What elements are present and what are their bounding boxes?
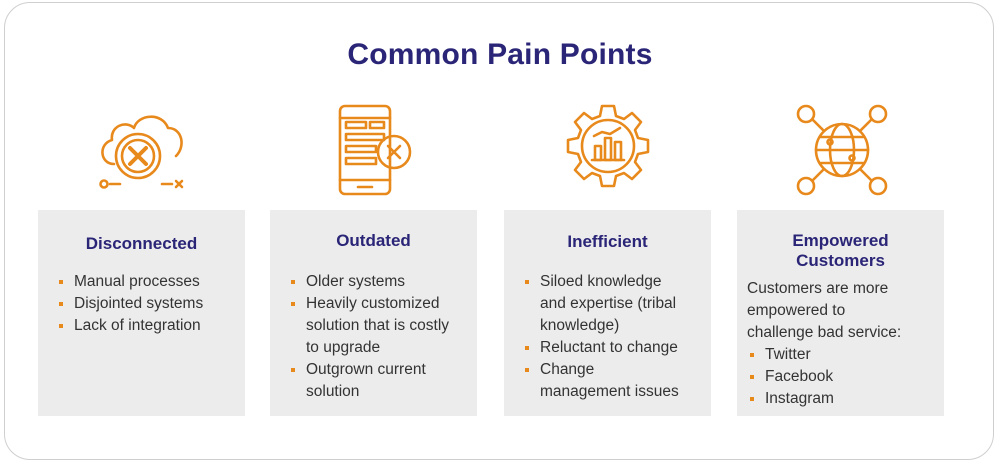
card-outdated: Outdated Older systems Heavily customize…	[270, 210, 477, 416]
card-list: Twitter Facebook Instagram	[747, 344, 934, 410]
list-item: Reluctant to change	[522, 337, 701, 359]
list-item: Manual processes	[56, 271, 235, 293]
list-item: Twitter	[747, 344, 934, 366]
page-title: Common Pain Points	[347, 38, 653, 71]
outdated-device-icon	[326, 100, 426, 200]
list-item: Older systems	[288, 271, 467, 293]
globe-network-icon	[792, 100, 892, 200]
list-item: Instagram	[747, 388, 934, 410]
card-title: Outdated	[336, 231, 411, 250]
list-item: Lack of integration	[56, 315, 235, 337]
card-title: Inefficient	[567, 232, 648, 251]
list-item: Facebook	[747, 366, 934, 388]
gear-chart-icon	[558, 100, 658, 200]
card-title: Disconnected	[85, 234, 198, 253]
cloud-x-icon	[92, 100, 192, 200]
card-list: Manual processes Disjointed systems Lack…	[48, 271, 235, 337]
list-item: Disjointed systems	[56, 293, 235, 315]
card-disconnected: Disconnected Manual processes Disjointed…	[38, 210, 245, 416]
